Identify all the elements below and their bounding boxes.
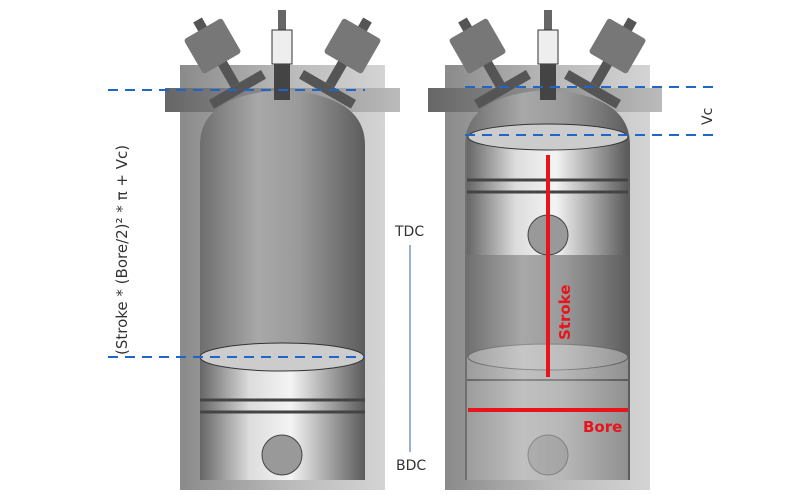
displacement-formula: (Stroke * (Bore/2)² * π + Vc) [113, 145, 131, 355]
tdc-label: TDC [394, 224, 424, 240]
valve-left [184, 17, 266, 109]
bdc-label: BDC [396, 458, 426, 474]
stroke-label: Stroke [556, 285, 574, 340]
piston-left [199, 342, 365, 480]
bore-label: Bore [583, 418, 622, 436]
engine-left [165, 10, 400, 490]
vc-label: Vc [700, 108, 716, 125]
spark-plug-icon [537, 10, 559, 100]
spark-plug-icon [271, 10, 293, 100]
valve-right [564, 17, 646, 109]
reference-lines [108, 86, 715, 358]
valve-left [449, 17, 531, 109]
engine-right [428, 10, 662, 490]
valve-right [299, 17, 381, 109]
